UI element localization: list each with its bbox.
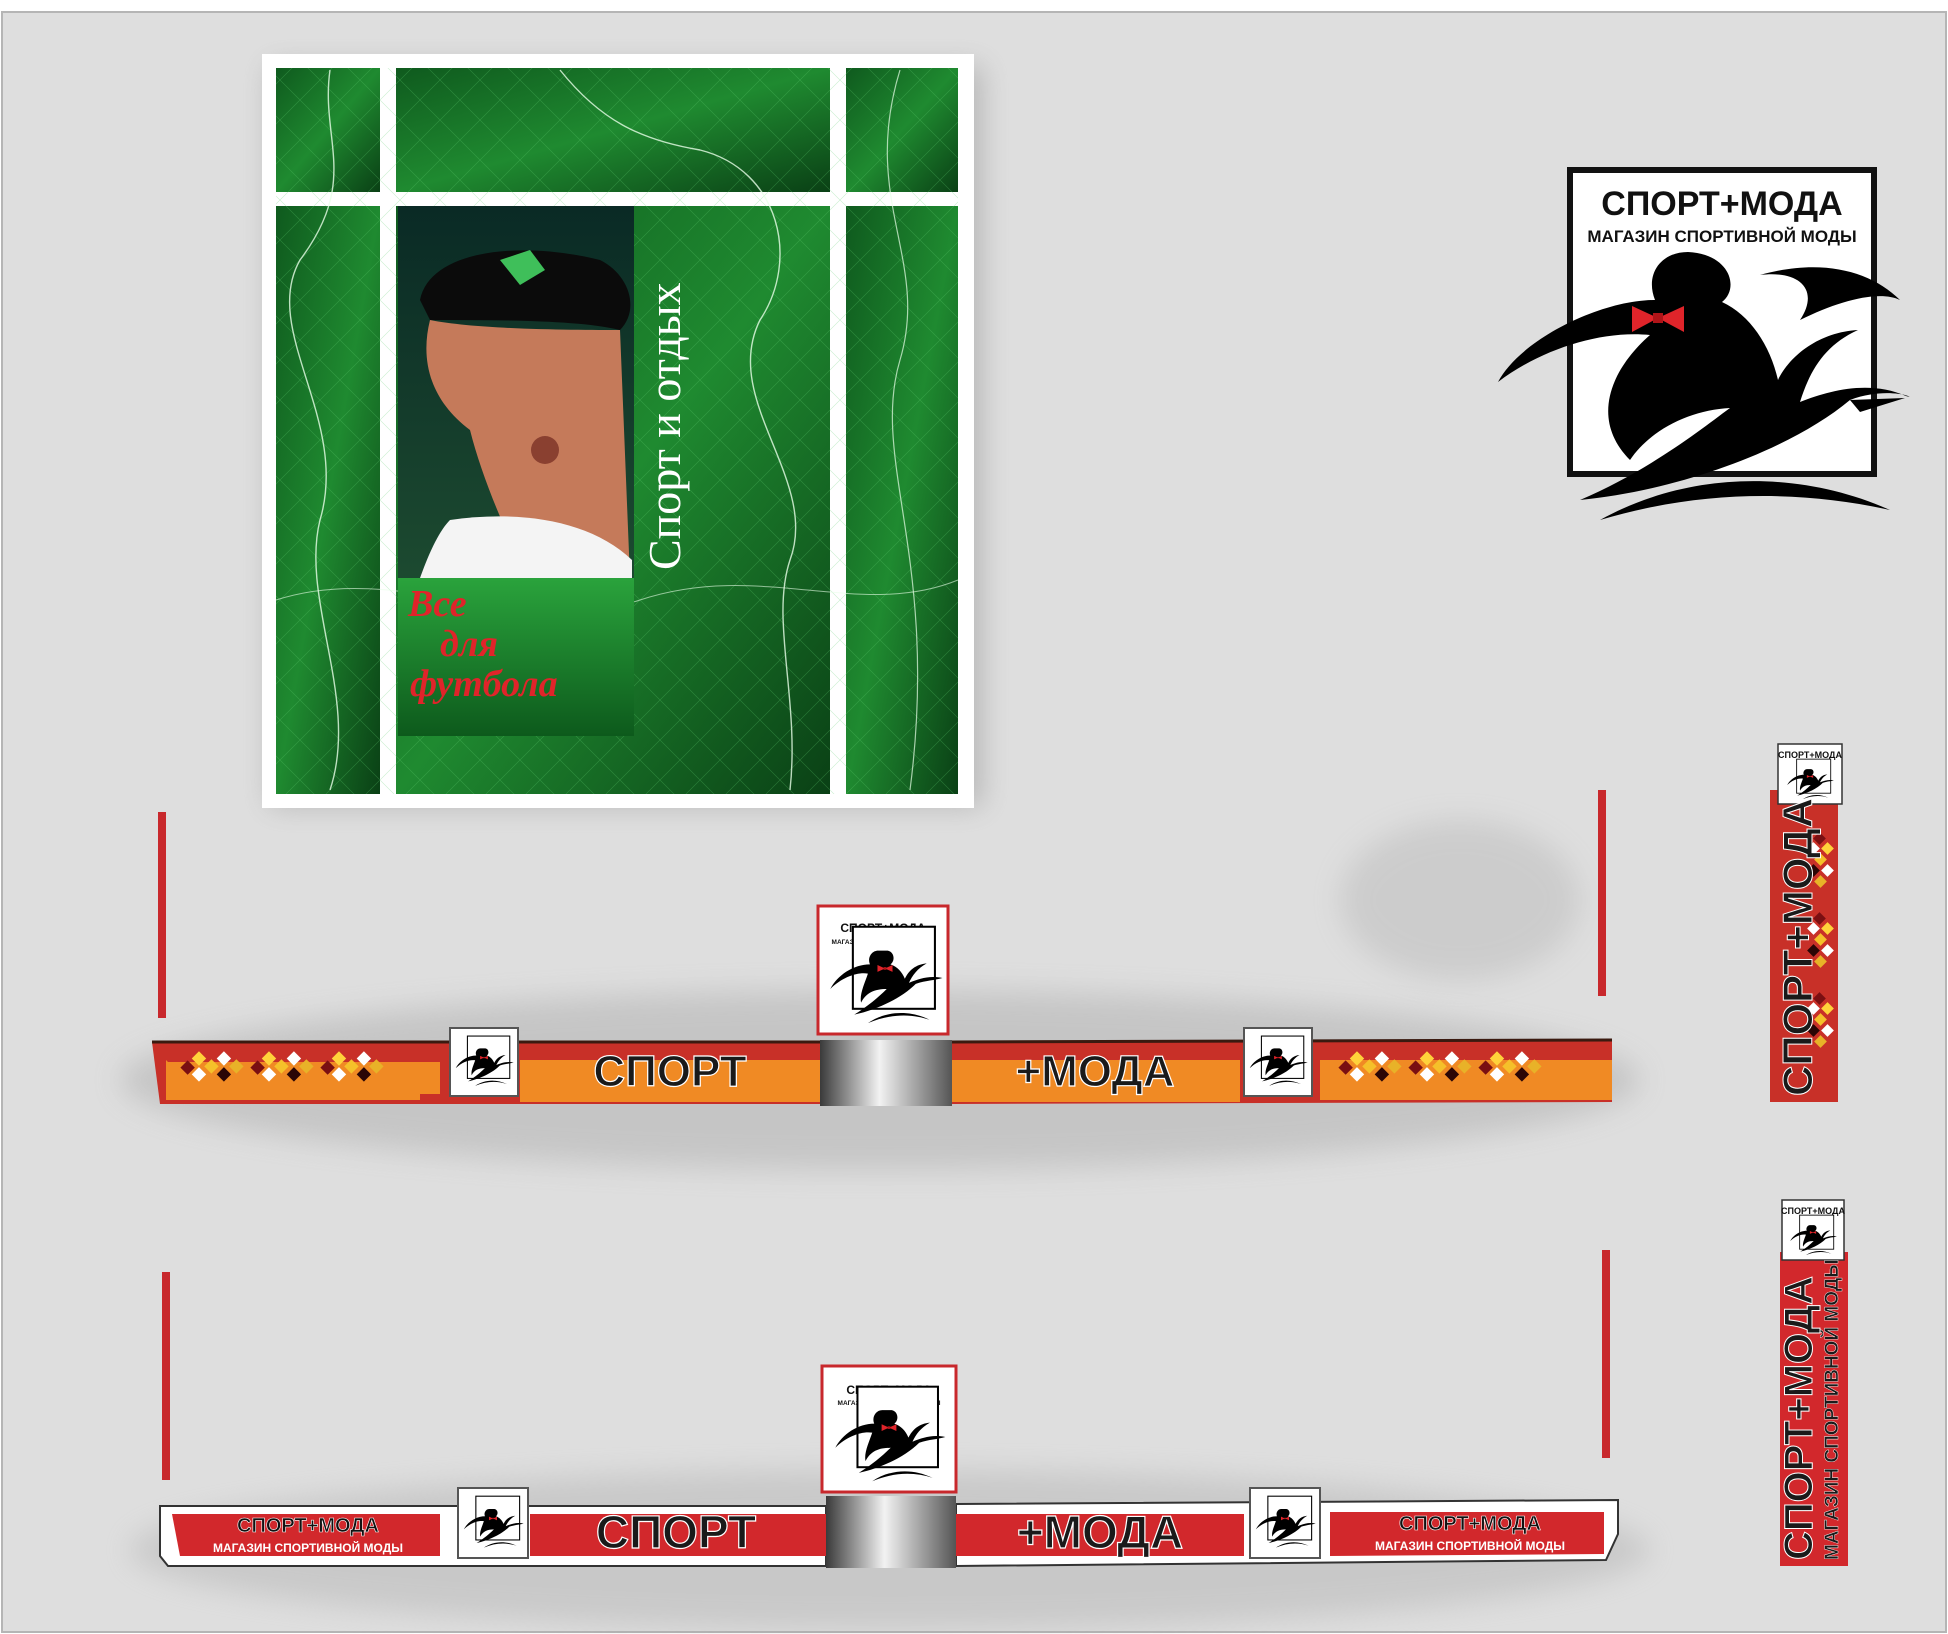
gradient-pillar xyxy=(820,1040,952,1106)
slogan-line-2: для xyxy=(440,623,498,665)
bowtie-icon xyxy=(1632,306,1684,332)
banner1-brand-small: СПОРТ+МОДА xyxy=(1778,750,1842,760)
sign2-right-tagline: МАГАЗИН СПОРТИВНОЙ МОДЫ xyxy=(1375,1538,1565,1553)
banner1-brand: СПОРТ+МОДА xyxy=(1774,798,1821,1096)
slogan-line-1: Все xyxy=(407,583,467,625)
brand-logo-icon xyxy=(1498,252,1910,520)
red-slogan: Все для футбола xyxy=(407,583,558,705)
vertical-banner-orange: СПОРТ+МОДА СПОРТ+МОДА xyxy=(1770,743,1843,1102)
slogan-line-3: футбола xyxy=(410,663,558,705)
banner2-brand: СПОРТ+МОДА xyxy=(1777,1276,1821,1560)
banner2-brand-small: СПОРТ+МОДА xyxy=(1781,1206,1845,1216)
sign2-right-brand: СПОРТ+МОДА xyxy=(1399,1513,1541,1535)
vertical-banner-red: СПОРТ+МОДА СПОРТ+МОДА МАГАЗИН СПОРТИВНОЙ… xyxy=(1777,1199,1848,1566)
sport-poster: Все для футбола Спорт и отдых xyxy=(262,54,982,808)
logo-tagline: МАГАЗИН СПОРТИВНОЙ МОДЫ xyxy=(1587,227,1856,246)
logo-brand-name: СПОРТ+МОДА xyxy=(1601,185,1842,223)
storefront-sign-white: СПОРТ+МОДА МАГАЗИН СПОРТИВНОЙ МОДЫ СПОРТ… xyxy=(130,1250,1650,1630)
sign2-word-moda: +МОДА xyxy=(1017,1506,1183,1558)
brand-logo-large: СПОРТ+МОДА МАГАЗИН СПОРТИВНОЙ МОДЫ xyxy=(1498,167,1910,520)
banner2-tagline: МАГАЗИН СПОРТИВНОЙ МОДЫ xyxy=(1821,1259,1843,1560)
sign2-left-tagline: МАГАЗИН СПОРТИВНОЙ МОДЫ xyxy=(213,1540,403,1555)
sign2-word-sport: СПОРТ xyxy=(596,1506,756,1558)
sign1-word-moda: +МОДА xyxy=(1015,1047,1174,1096)
storefront-sign-orange: СПОРТ +МОДА СПОРТ+МОДА МАГАЗИН СПОРТИВНО… xyxy=(120,790,1640,1170)
sign1-word-sport: СПОРТ xyxy=(593,1047,746,1096)
sign2-left-brand: СПОРТ+МОДА xyxy=(237,1515,379,1537)
poster-vertical-title: Спорт и отдых xyxy=(639,282,690,570)
